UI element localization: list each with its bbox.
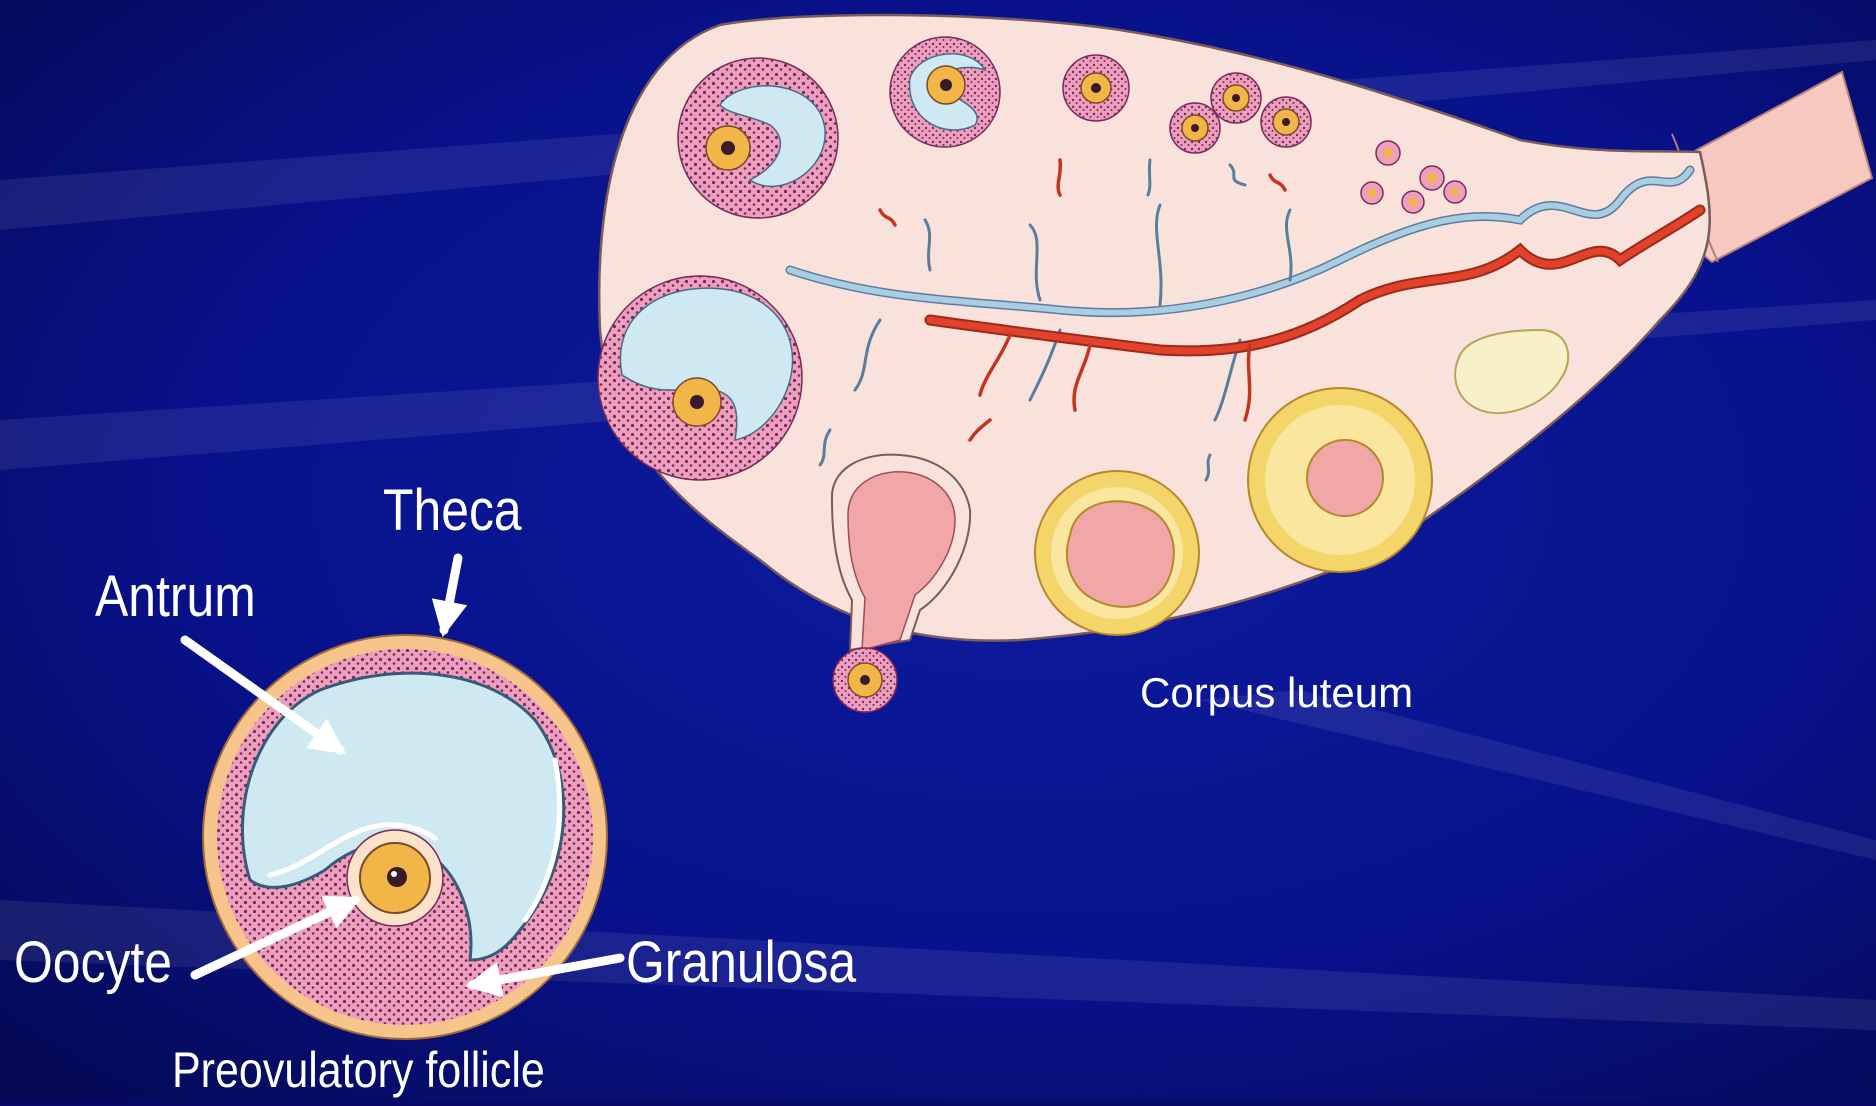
- label-theca: Theca: [383, 482, 522, 540]
- label-antrum: Antrum: [95, 568, 256, 626]
- label-corpus-luteum: Corpus luteum: [1140, 672, 1413, 714]
- tertiary-follicle-top: [678, 58, 838, 218]
- label-granulosa: Granulosa: [626, 934, 856, 992]
- corpus-luteum-early: [1035, 471, 1199, 635]
- corpus-luteum-mature: [1248, 388, 1432, 572]
- antral-follicle-left: [598, 276, 802, 480]
- secondary-follicle: [890, 37, 1000, 147]
- label-oocyte: Oocyte: [14, 934, 172, 992]
- label-preovulatory-follicle: Preovulatory follicle: [172, 1045, 545, 1095]
